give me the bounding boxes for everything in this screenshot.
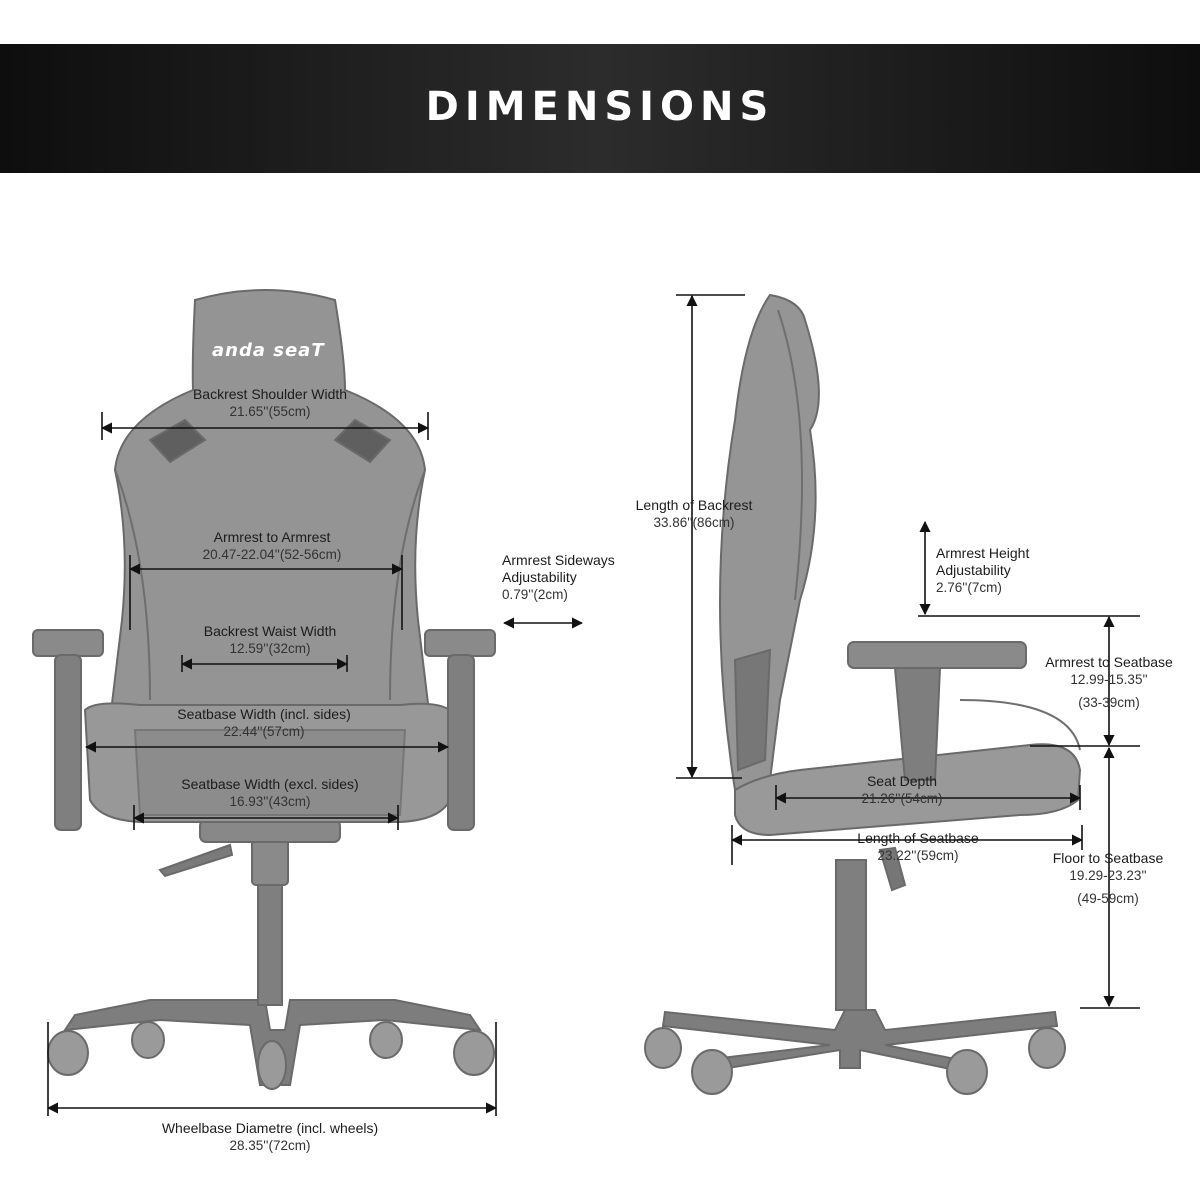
label-seatbase-width-incl: Seatbase Width (incl. sides) 22.44''(57c… [177, 706, 351, 739]
side-wheel [644, 1027, 682, 1069]
label-wheelbase-diametre: Wheelbase Diametre (incl. wheels) 28.35'… [161, 1120, 379, 1153]
brand-logo: anda seaT [212, 340, 325, 361]
label-seat-depth: Seat Depth 21.26''(54cm) [861, 773, 943, 806]
side-seat [734, 743, 1082, 837]
front-wheel [131, 1021, 165, 1059]
label-length-of-seatbase: Length of Seatbase 23.22''(59cm) [857, 830, 979, 863]
front-cylinder [257, 879, 283, 1006]
front-backrest [108, 289, 432, 721]
side-backrest [719, 293, 820, 792]
label-floor-to-seatbase: Floor to Seatbase 19.29-23.23'' (49-59cm… [1052, 850, 1164, 906]
front-wheel [257, 1040, 287, 1090]
label-length-of-backrest: Length of Backrest 33.86''(86cm) [635, 497, 753, 530]
header-banner [0, 44, 1200, 173]
front-lever [158, 843, 234, 878]
label-backrest-waist-width: Backrest Waist Width 12.59''(32cm) [203, 623, 337, 656]
page-title: DIMENSIONS [425, 84, 775, 130]
front-armrest-right [424, 629, 496, 657]
front-armrest-left [32, 629, 104, 657]
front-wheel [47, 1030, 89, 1076]
label-backrest-shoulder-width: Backrest Shoulder Width 21.65''(55cm) [192, 386, 348, 419]
side-chair-illustration [644, 293, 1082, 1095]
label-armrest-to-armrest: Armrest to Armrest 20.47-22.04''(52-56cm… [202, 529, 342, 562]
side-wheel [691, 1049, 733, 1095]
label-seatbase-width-excl: Seatbase Width (excl. sides) 16.93''(43c… [181, 776, 359, 809]
side-wheel [946, 1049, 988, 1095]
label-armrest-sideways: Armrest Sideways Adjustability 0.79''(2c… [502, 552, 615, 602]
front-wheel [453, 1030, 495, 1076]
front-wheel [369, 1021, 403, 1059]
label-armrest-to-seatbase: Armrest to Seatbase 12.99-15.35'' (33-39… [1045, 654, 1173, 710]
side-cylinder [835, 859, 867, 1011]
side-armrest [847, 641, 1027, 669]
side-wheel [1028, 1027, 1066, 1069]
label-armrest-height: Armrest Height Adjustability 2.76''(7cm) [936, 545, 1030, 595]
